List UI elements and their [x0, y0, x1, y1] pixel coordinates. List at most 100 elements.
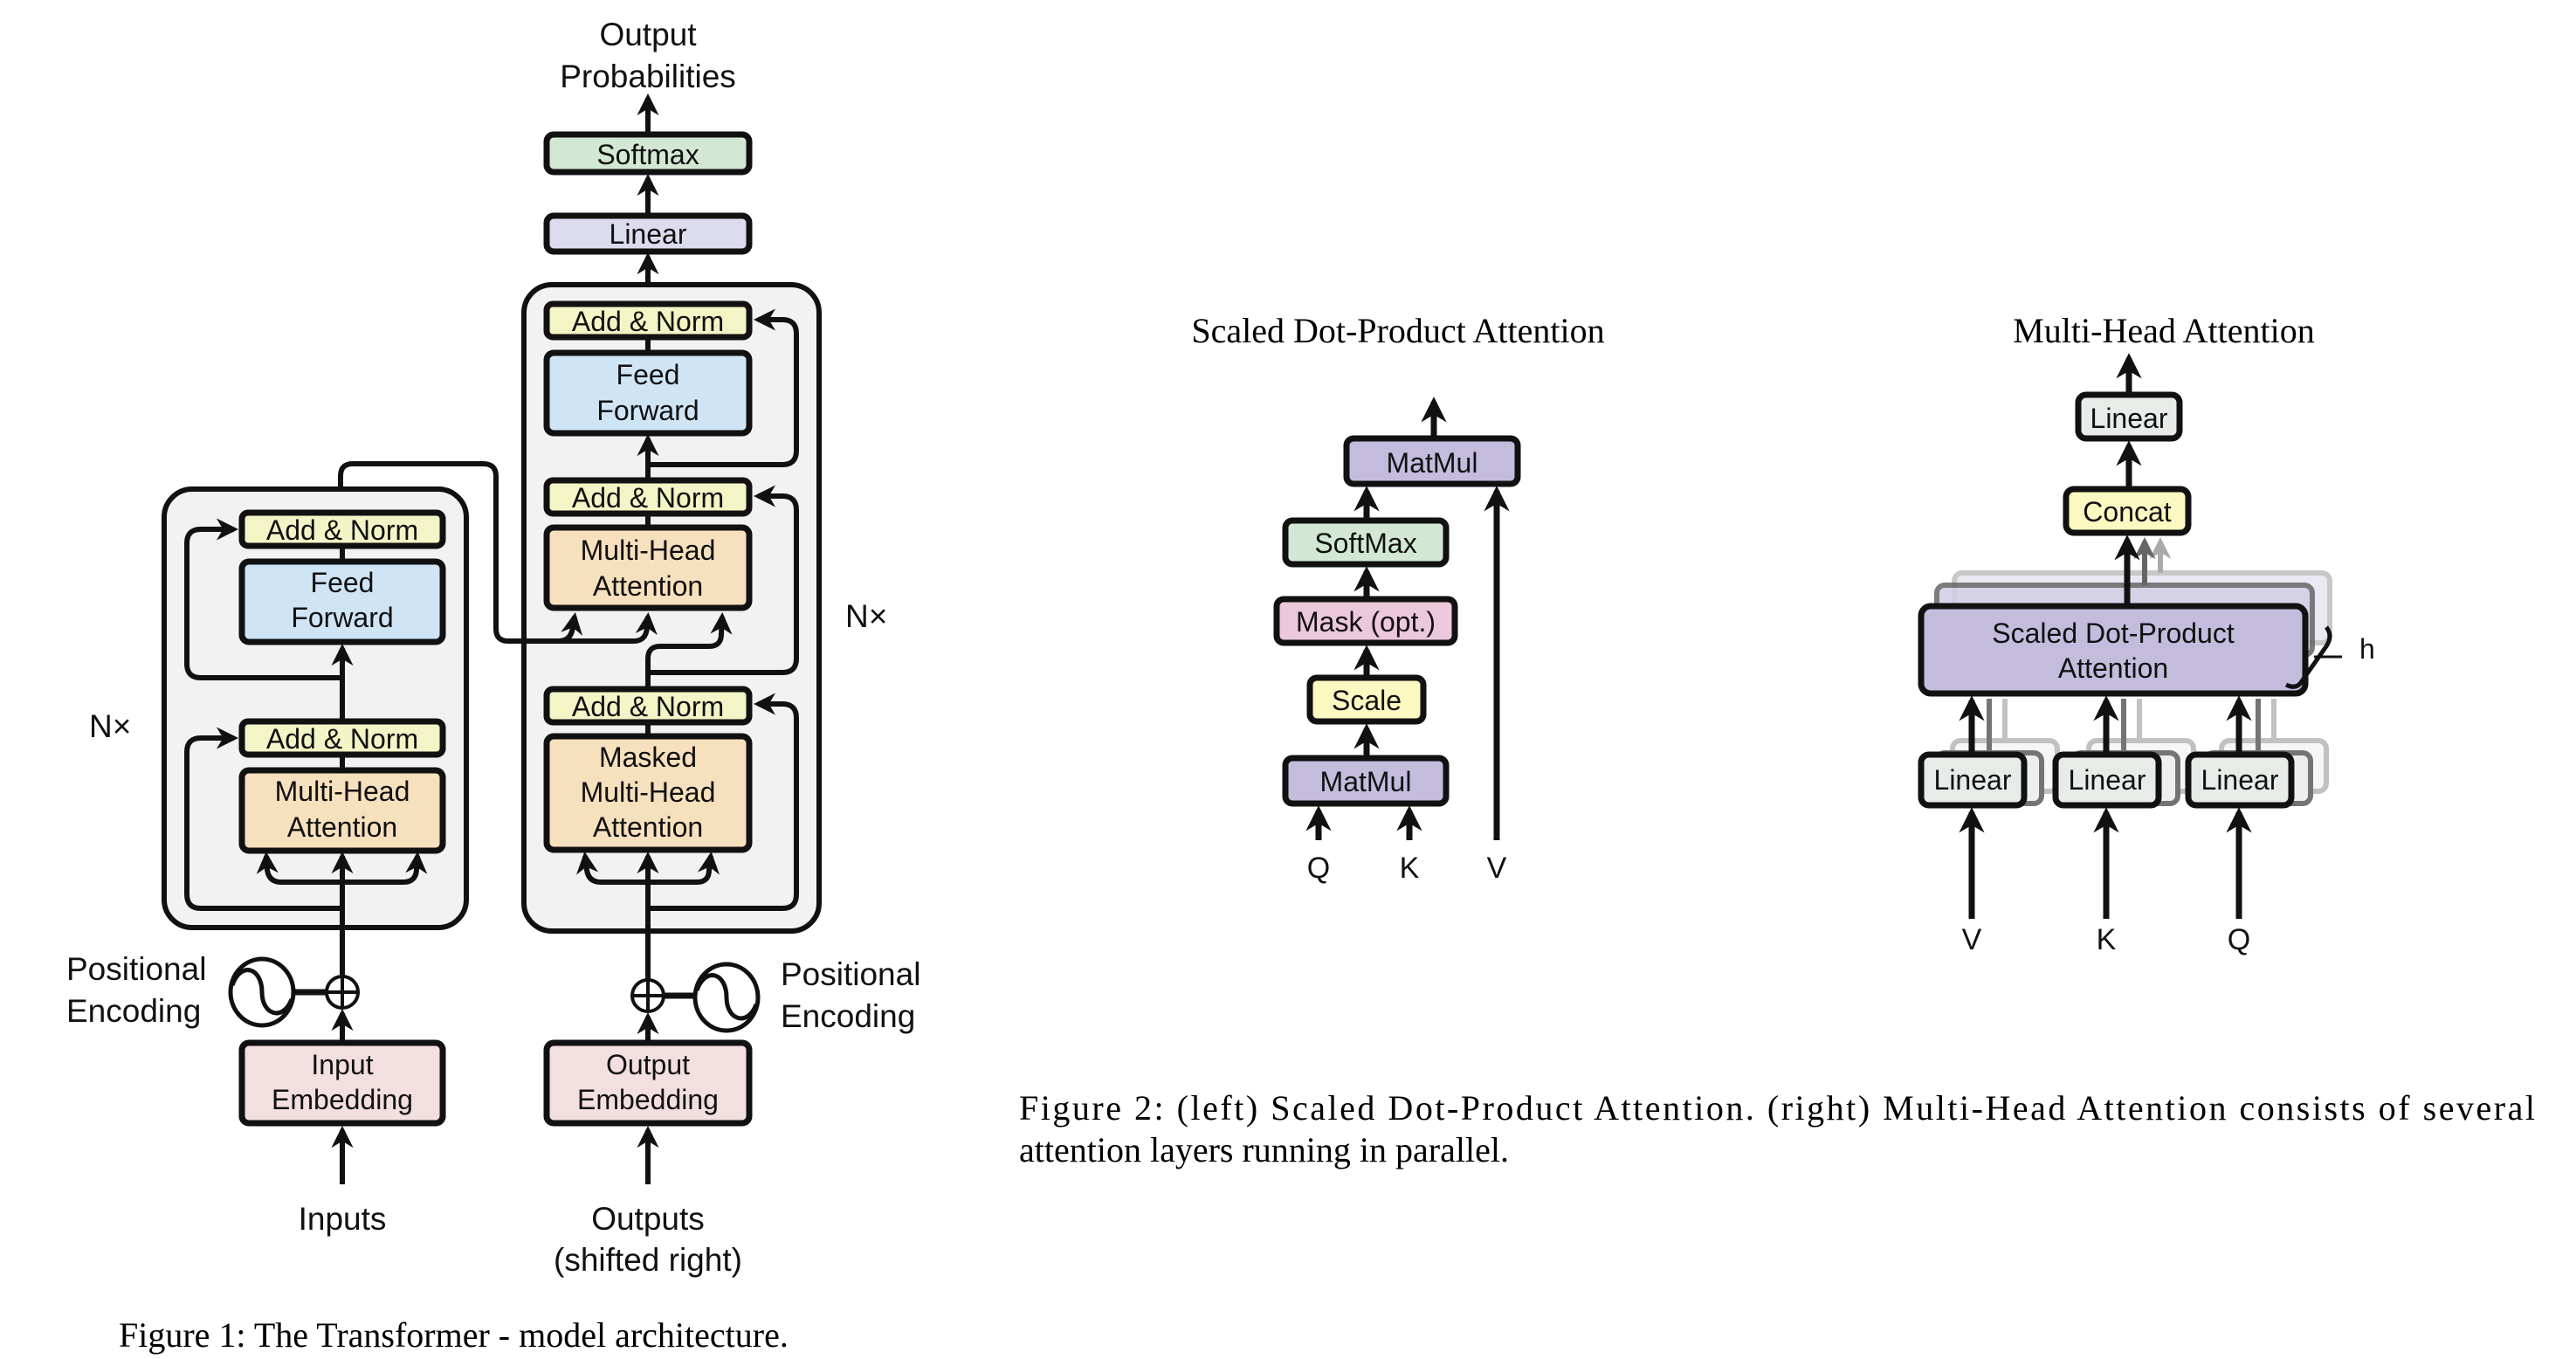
pos-enc-right-label-1: Positional — [781, 956, 920, 992]
matmul-label: MatMul — [1387, 447, 1478, 479]
decoder-residual-mid — [648, 485, 799, 675]
q-label: Q — [2228, 923, 2250, 956]
h-label: h — [2359, 633, 2375, 665]
input-embedding-block: Input Embedding — [238, 1039, 446, 1127]
mha-title: Multi-Head Attention — [2013, 311, 2315, 350]
encoder-stack — [162, 486, 469, 930]
linear-label: Linear — [2201, 764, 2279, 796]
sdpa-mask: Mask (opt.) — [1273, 596, 1458, 646]
figure-2-scaled-dot-product-attention: Scaled Dot-Product Attention MatMul Soft… — [1191, 311, 1604, 885]
sdpa-softmax: SoftMax — [1282, 517, 1450, 568]
figure-1-caption: Figure 1: The Transformer - model archit… — [119, 1315, 789, 1355]
mha-concat: Concat — [2063, 486, 2192, 536]
add-norm-label: Add & Norm — [572, 482, 724, 514]
mha-linear-q: Linear — [2185, 751, 2295, 809]
decoder-add-norm-bottom: Add & Norm — [543, 686, 753, 726]
encoder-multi-head-attention: Multi-Head Attention — [238, 767, 446, 854]
masked-label-2: Multi-Head — [581, 776, 716, 808]
linear-label: Linear — [1934, 764, 2012, 796]
mha-linear-k: Linear — [2052, 751, 2162, 809]
output-probabilities-label-2: Probabilities — [560, 59, 736, 94]
decoder-add-norm-mid: Add & Norm — [543, 477, 753, 517]
masked-qkv-fork — [575, 851, 720, 885]
softmax-label: SoftMax — [1314, 528, 1416, 559]
sine-wave-icon-right — [692, 962, 761, 1033]
inputs-label: Inputs — [299, 1201, 387, 1237]
sdpa-scale: Scale — [1306, 674, 1427, 725]
outputs-label-1: Outputs — [591, 1201, 705, 1237]
softmax-block: Softmax — [543, 131, 753, 176]
h-brace — [2284, 625, 2332, 689]
pos-enc-left-label-2: Encoding — [66, 993, 201, 1029]
pos-enc-right-label-2: Encoding — [781, 998, 915, 1034]
mha-scaled-dot-product-attention: Scaled Dot-Product Attention — [1918, 603, 2309, 697]
decoder-feed-forward: Feed Forward — [543, 349, 753, 437]
input-embedding-label-1: Input — [311, 1049, 373, 1080]
sdpa-label-2: Attention — [2058, 652, 2168, 684]
input-embedding-label-2: Embedding — [272, 1084, 413, 1115]
sdpa-label-1: Scaled Dot-Product — [1992, 617, 2235, 649]
feed-forward-label-1: Feed — [616, 359, 680, 390]
encoder-residual-top — [184, 518, 342, 680]
figure-2-caption-line-2: attention layers running in parallel. — [1019, 1130, 1509, 1169]
add-icon-right — [630, 978, 665, 1013]
softmax-label: Softmax — [596, 139, 699, 170]
sine-wave-icon-left — [228, 956, 296, 1028]
mha-label-1: Multi-Head — [275, 776, 410, 807]
output-embedding-label-1: Output — [606, 1049, 690, 1080]
decoder-residual-bottom — [648, 693, 799, 911]
output-probabilities-label-1: Output — [599, 17, 697, 52]
scale-label: Scale — [1332, 685, 1402, 716]
sdpa-title: Scaled Dot-Product Attention — [1191, 311, 1604, 350]
pos-enc-left-label-1: Positional — [66, 951, 206, 987]
linear-label: Linear — [610, 218, 687, 250]
masked-label-1: Masked — [599, 742, 697, 773]
mha-linear-top: Linear — [2075, 391, 2183, 442]
k-label: K — [1400, 852, 1420, 885]
k-label: K — [2097, 923, 2117, 956]
add-norm-label: Add & Norm — [572, 306, 724, 337]
encoder-add-norm-bottom: Add & Norm — [238, 718, 446, 758]
masked-label-3: Attention — [593, 811, 703, 843]
sdpa-matmul-bottom: MatMul — [1282, 755, 1450, 807]
mask-label: Mask (opt.) — [1296, 606, 1436, 638]
feed-forward-label-2: Forward — [596, 395, 699, 426]
figure-2-caption-line-1: Figure 2: (left) Scaled Dot-Product Atte… — [1019, 1088, 2535, 1128]
output-embedding-label-2: Embedding — [577, 1084, 719, 1115]
mha-label-2: Attention — [593, 570, 703, 602]
mha-linear-v: Linear — [1918, 751, 2028, 809]
figure-1-transformer: Output Probabilities Softmax Linear Add … — [66, 17, 920, 1355]
decoder-query-input — [645, 611, 733, 692]
add-norm-label: Add & Norm — [266, 723, 418, 755]
encoder-feed-forward: Feed Forward — [238, 558, 446, 645]
encoder-to-decoder-value — [559, 611, 658, 644]
linear-label: Linear — [2090, 403, 2168, 434]
linear-block: Linear — [543, 212, 753, 255]
outputs-label-2: (shifted right) — [554, 1242, 742, 1278]
v-label: V — [1962, 923, 1982, 956]
encoder-add-norm-top: Add & Norm — [238, 509, 446, 549]
add-norm-label: Add & Norm — [266, 514, 418, 546]
add-icon-left — [325, 975, 360, 1010]
encoder-repeat-label: N× — [89, 708, 131, 744]
mha-label-2: Attention — [287, 811, 397, 843]
linear-label: Linear — [2069, 764, 2146, 796]
q-label: Q — [1307, 852, 1330, 885]
decoder-residual-top — [648, 308, 799, 467]
feed-forward-label-1: Feed — [311, 567, 375, 598]
add-norm-label: Add & Norm — [572, 691, 724, 722]
decoder-repeat-label: N× — [845, 598, 887, 634]
output-embedding-block: Output Embedding — [543, 1039, 753, 1127]
decoder-add-norm-top: Add & Norm — [543, 300, 753, 341]
decoder-multi-head-attention: Multi-Head Attention — [543, 524, 753, 611]
encoder-residual-bottom — [184, 727, 342, 911]
feed-forward-label-2: Forward — [291, 602, 393, 633]
matmul-label: MatMul — [1320, 766, 1412, 797]
v-label: V — [1487, 852, 1507, 885]
encoder-qkv-fork — [256, 851, 428, 885]
sdpa-matmul-top: MatMul — [1343, 435, 1521, 487]
mha-label-1: Multi-Head — [581, 535, 716, 566]
decoder-masked-multi-head-attention: Masked Multi-Head Attention — [543, 733, 753, 853]
figure-2-multi-head-attention: Multi-Head Attention Linear Concat Scale… — [1918, 311, 2375, 956]
